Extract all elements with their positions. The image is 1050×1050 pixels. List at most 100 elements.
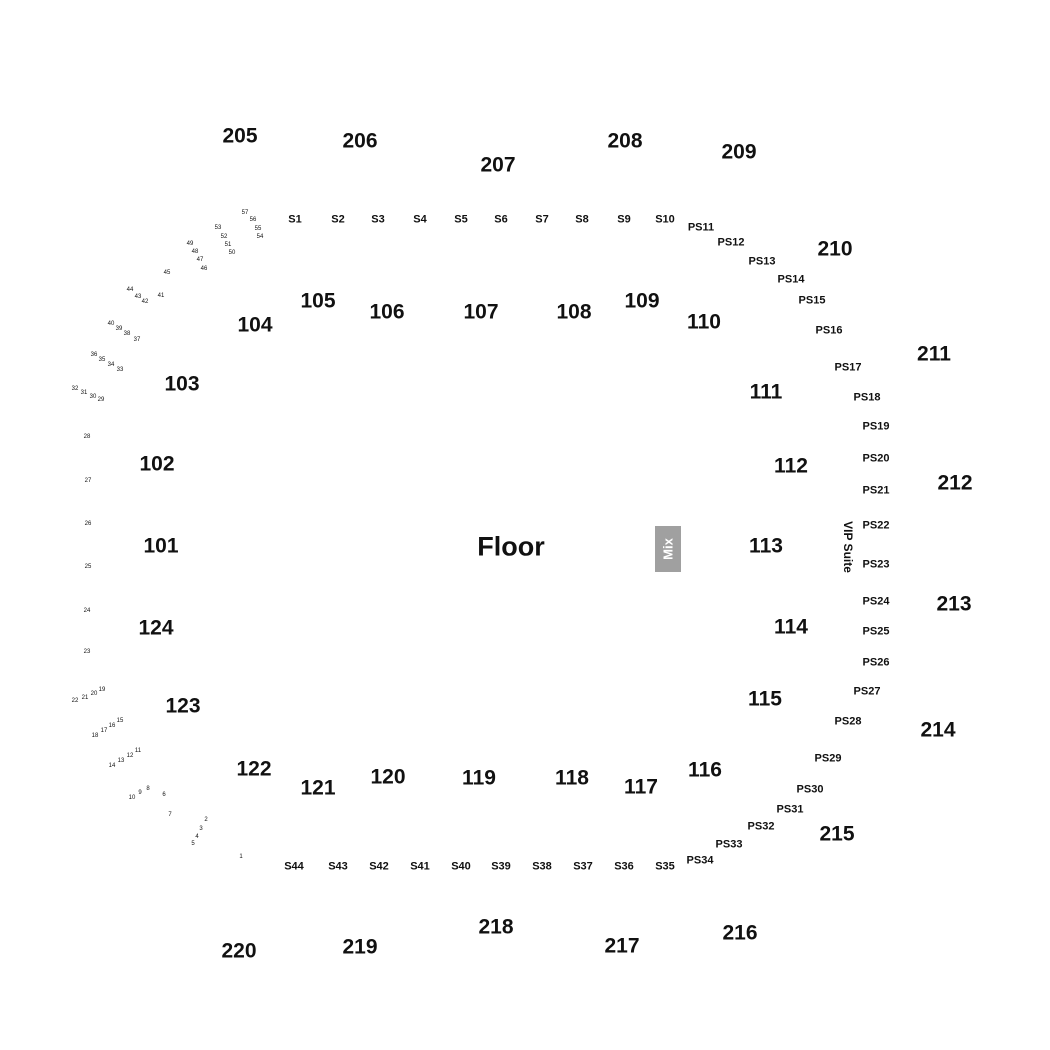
section-206[interactable]: 206 — [342, 129, 378, 153]
section-122[interactable]: 122 — [236, 757, 272, 781]
section-109[interactable]: 109 — [624, 289, 660, 313]
row-number: 24 — [83, 608, 91, 614]
suite-ps34[interactable]: PS34 — [686, 854, 714, 867]
section-110[interactable]: 110 — [687, 310, 721, 334]
suite-s8[interactable]: S8 — [575, 213, 589, 226]
suite-ps17[interactable]: PS17 — [834, 361, 862, 374]
section-123[interactable]: 123 — [165, 694, 201, 718]
suite-ps16[interactable]: PS16 — [815, 324, 843, 337]
section-114[interactable]: 114 — [774, 615, 808, 639]
suite-s5[interactable]: S5 — [454, 213, 468, 226]
suite-ps28[interactable]: PS28 — [834, 715, 862, 728]
section-210[interactable]: 210 — [817, 237, 853, 261]
suite-s35[interactable]: S35 — [655, 860, 675, 873]
suite-s44[interactable]: S44 — [284, 860, 304, 873]
suite-s43[interactable]: S43 — [328, 860, 348, 873]
row-number: 45 — [163, 270, 171, 276]
section-115[interactable]: 115 — [748, 687, 782, 711]
section-124[interactable]: 124 — [138, 616, 174, 640]
suite-ps30[interactable]: PS30 — [796, 783, 824, 796]
row-number: 28 — [83, 434, 91, 440]
suite-ps14[interactable]: PS14 — [777, 273, 805, 286]
suite-s4[interactable]: S4 — [413, 213, 427, 226]
section-111[interactable]: 111 — [749, 380, 783, 404]
section-211[interactable]: 211 — [917, 342, 951, 366]
row-number: 5 — [191, 841, 195, 847]
suite-s2[interactable]: S2 — [331, 213, 345, 226]
section-105[interactable]: 105 — [300, 289, 336, 313]
suite-s9[interactable]: S9 — [617, 213, 631, 226]
suite-s10[interactable]: S10 — [655, 213, 675, 226]
suite-ps20[interactable]: PS20 — [862, 452, 890, 465]
row-number: 11 — [134, 748, 142, 754]
section-116[interactable]: 116 — [688, 758, 722, 782]
section-215[interactable]: 215 — [819, 822, 855, 846]
row-number: 49 — [186, 241, 194, 247]
suite-ps27[interactable]: PS27 — [853, 685, 881, 698]
suite-ps29[interactable]: PS29 — [814, 752, 842, 765]
vip-suite-label[interactable]: VIP Suite — [841, 521, 855, 573]
suite-s38[interactable]: S38 — [532, 860, 552, 873]
suite-s41[interactable]: S41 — [410, 860, 430, 873]
suite-ps26[interactable]: PS26 — [862, 656, 890, 669]
section-217[interactable]: 217 — [604, 934, 640, 958]
suite-ps15[interactable]: PS15 — [798, 294, 826, 307]
section-106[interactable]: 106 — [369, 300, 405, 324]
section-121[interactable]: 121 — [300, 776, 336, 800]
row-number: 31 — [80, 390, 88, 396]
section-108[interactable]: 108 — [556, 300, 592, 324]
suite-s1[interactable]: S1 — [288, 213, 302, 226]
section-104[interactable]: 104 — [237, 313, 273, 337]
suite-ps33[interactable]: PS33 — [715, 838, 743, 851]
section-209[interactable]: 209 — [721, 140, 757, 164]
suite-ps31[interactable]: PS31 — [776, 803, 804, 816]
section-212[interactable]: 212 — [937, 471, 973, 495]
section-103[interactable]: 103 — [164, 372, 200, 396]
mix-position[interactable]: Mix — [655, 526, 681, 572]
section-117[interactable]: 117 — [624, 775, 658, 799]
row-number: 41 — [157, 293, 165, 299]
section-216[interactable]: 216 — [722, 921, 758, 945]
suite-s7[interactable]: S7 — [535, 213, 549, 226]
suite-ps22[interactable]: PS22 — [862, 519, 890, 532]
row-number: 15 — [116, 718, 124, 724]
suite-s42[interactable]: S42 — [369, 860, 389, 873]
section-213[interactable]: 213 — [936, 592, 972, 616]
suite-ps23[interactable]: PS23 — [862, 558, 890, 571]
section-118[interactable]: 118 — [555, 766, 589, 790]
row-number: 7 — [168, 812, 172, 818]
suite-s40[interactable]: S40 — [451, 860, 471, 873]
suite-s37[interactable]: S37 — [573, 860, 593, 873]
section-205[interactable]: 205 — [222, 124, 258, 148]
floor-section[interactable]: Floor — [477, 531, 545, 562]
suite-ps19[interactable]: PS19 — [862, 420, 890, 433]
suite-ps18[interactable]: PS18 — [853, 391, 881, 404]
suite-ps13[interactable]: PS13 — [748, 255, 776, 268]
section-219[interactable]: 219 — [342, 935, 378, 959]
row-number: 46 — [200, 266, 208, 272]
section-119[interactable]: 119 — [462, 766, 496, 790]
suite-s6[interactable]: S6 — [494, 213, 508, 226]
section-218[interactable]: 218 — [478, 915, 514, 939]
suite-ps11[interactable]: PS11 — [687, 221, 715, 234]
section-220[interactable]: 220 — [221, 939, 257, 963]
suite-ps24[interactable]: PS24 — [862, 595, 890, 608]
suite-s39[interactable]: S39 — [491, 860, 511, 873]
row-number: 34 — [107, 362, 115, 368]
section-112[interactable]: 112 — [774, 454, 808, 478]
section-113[interactable]: 113 — [749, 534, 783, 558]
section-207[interactable]: 207 — [480, 153, 516, 177]
section-120[interactable]: 120 — [370, 765, 406, 789]
section-208[interactable]: 208 — [607, 129, 643, 153]
suite-ps25[interactable]: PS25 — [862, 625, 890, 638]
section-101[interactable]: 101 — [143, 534, 179, 558]
section-102[interactable]: 102 — [139, 452, 175, 476]
suite-s3[interactable]: S3 — [371, 213, 385, 226]
row-number: 48 — [191, 249, 199, 255]
suite-ps21[interactable]: PS21 — [862, 484, 890, 497]
section-107[interactable]: 107 — [463, 300, 499, 324]
suite-s36[interactable]: S36 — [614, 860, 634, 873]
suite-ps32[interactable]: PS32 — [747, 820, 775, 833]
section-214[interactable]: 214 — [920, 718, 956, 742]
suite-ps12[interactable]: PS12 — [717, 236, 745, 249]
